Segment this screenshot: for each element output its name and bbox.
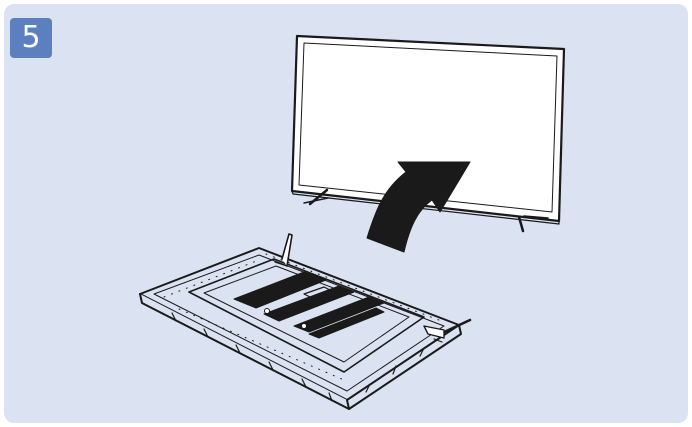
- tv-face-down-icon: [139, 233, 472, 410]
- instruction-panel: 5: [4, 4, 688, 423]
- tv-stand-installation-illustration: [139, 34, 566, 410]
- tv-upright-icon: [290, 34, 566, 233]
- curved-arrow-icon: [366, 161, 471, 253]
- step-number-badge: 5: [10, 18, 52, 58]
